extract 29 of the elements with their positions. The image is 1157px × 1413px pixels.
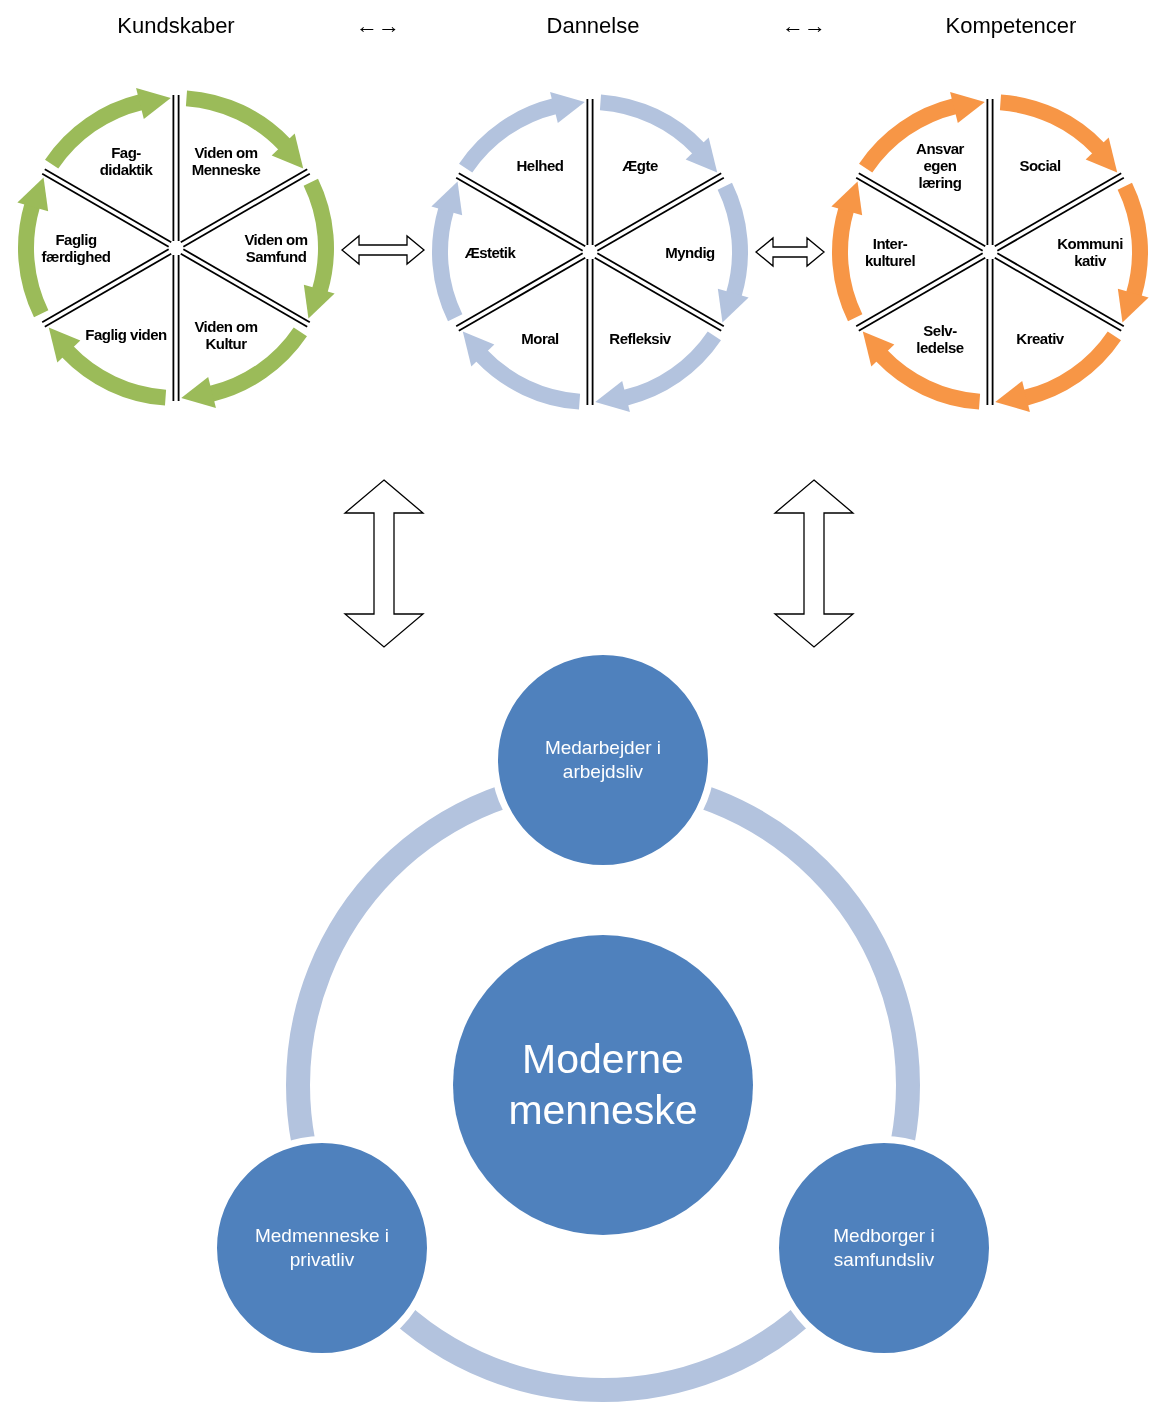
segment-label: Faglig viden xyxy=(84,326,168,344)
segment-label: Faglig færdighed xyxy=(34,231,118,265)
segment-label: Kommuni kativ xyxy=(1055,235,1125,269)
arrow-text: ←→ xyxy=(355,12,401,40)
segment-label: Helhed xyxy=(498,156,582,174)
segment-label: Viden om Samfund xyxy=(234,231,318,265)
circle-label: Moderne menneske xyxy=(507,1034,699,1135)
column-heading: Kompetencer xyxy=(826,8,1157,44)
segment-label: Viden om Kultur xyxy=(184,317,268,352)
segment-label: Social xyxy=(998,156,1082,174)
segment-label: Æstetik xyxy=(448,243,532,261)
segment-label: Ægte xyxy=(598,156,682,174)
circle-label: Medmenneske i privatliv xyxy=(253,1224,391,1272)
segment-label: Kreativ xyxy=(998,330,1082,348)
segment-label: Inter- kulturel xyxy=(855,235,925,269)
column-heading: Dannelse xyxy=(404,8,782,44)
segment-label: Moral xyxy=(498,330,582,348)
segment-label: Refleksiv xyxy=(598,330,682,348)
segment-label: Viden om Menneske xyxy=(184,144,268,179)
circle-label: Medarbejder i arbejdsliv xyxy=(543,736,663,784)
column-heading: Kundskaber xyxy=(0,8,352,44)
segment-label: Selv- ledelse xyxy=(905,321,975,356)
circle-label: Medborger i samfundsliv xyxy=(832,1224,936,1272)
segment-label: Fag- didaktik xyxy=(91,144,161,179)
double-arrow xyxy=(754,236,826,268)
arrow-text: ←→ xyxy=(782,12,826,40)
double-arrow xyxy=(340,234,426,266)
segment-label: Myndig xyxy=(648,243,732,261)
segment-label: Ansvar egen læring xyxy=(909,139,971,191)
